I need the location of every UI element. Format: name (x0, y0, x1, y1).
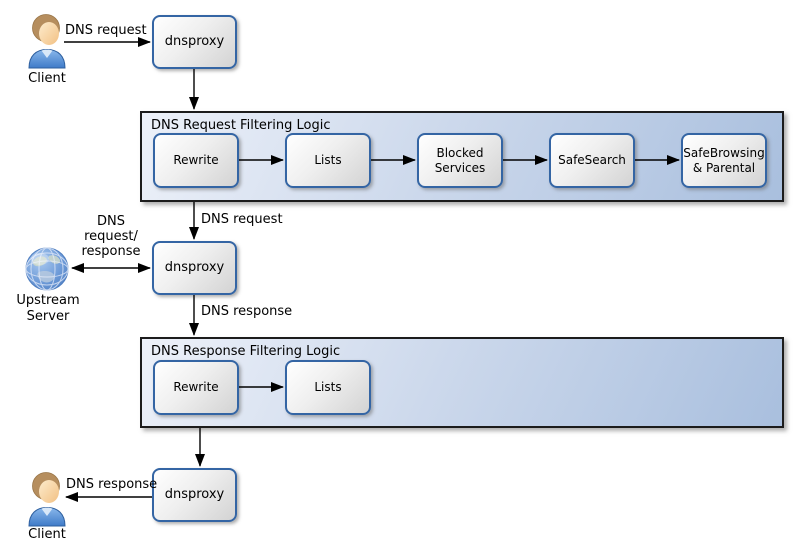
dnsproxy-top-node: dnsproxy (152, 15, 237, 69)
upstream-server-label: Upstream Server (9, 293, 87, 324)
client-top-label: Client (28, 71, 66, 86)
step-lists-request: Lists (285, 133, 371, 188)
dns-request-label-middle: DNS request (201, 212, 283, 227)
request-filtering-title: DNS Request Filtering Logic (151, 118, 331, 133)
step-safesearch: SafeSearch (549, 133, 635, 188)
upstream-label-line1: Upstream (16, 293, 80, 308)
dns-response-label-middle: DNS response (201, 304, 293, 319)
client-bottom (27, 471, 67, 527)
step-lists-response: Lists (285, 360, 371, 415)
step-rewrite-request: Rewrite (153, 133, 239, 188)
step-safebrowsing-parental: SafeBrowsing & Parental (681, 133, 767, 188)
step-blocked-services: Blocked Services (417, 133, 503, 188)
dnsproxy-bottom-node: dnsproxy (152, 468, 237, 522)
person-icon (28, 472, 66, 527)
upstream-server (25, 247, 69, 291)
dnsproxy-middle-node: dnsproxy (152, 241, 237, 295)
person-icon (28, 14, 66, 69)
globe-icon (25, 247, 69, 291)
dns-request-label-top: DNS request (65, 23, 147, 38)
response-filtering-container: DNS Response Filtering Logic (140, 337, 784, 428)
dns-response-label-bottom: DNS response (66, 477, 158, 492)
upstream-label-line2: Server (26, 308, 70, 324)
response-filtering-title: DNS Response Filtering Logic (151, 344, 341, 359)
client-bottom-label: Client (28, 527, 66, 542)
dns-request-response-label: DNS request/ response (81, 214, 141, 259)
client-top (27, 13, 67, 69)
step-rewrite-response: Rewrite (153, 360, 239, 415)
